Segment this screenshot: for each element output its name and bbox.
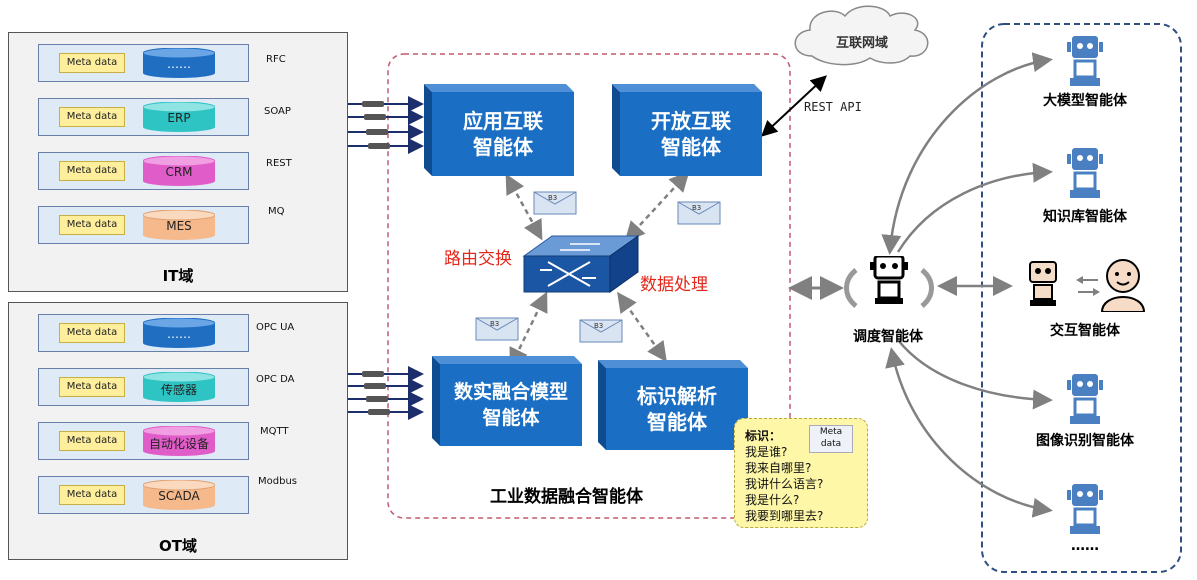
system-name: 自动化设备 [148, 437, 209, 451]
meta-data-tag: Meta data [59, 215, 125, 235]
database-cylinder-icon: ERP [142, 101, 216, 132]
dispatch-robot-icon [842, 254, 936, 320]
note-title: 标识： [745, 429, 782, 443]
svg-text:B3: B3 [594, 322, 603, 330]
meta-data-tag: Meta data [59, 323, 125, 343]
note-line: 我是谁? [745, 445, 788, 459]
identifier-note: 标识： Meta data 我是谁? 我来自哪里? 我讲什么语言? 我是什么? … [734, 418, 868, 528]
protocol-label: MQ [268, 206, 285, 217]
note-line: 我要到哪里去? [745, 509, 824, 523]
meta-data-tag: Meta data [59, 377, 125, 397]
app-interconnect-agent: 应用互联 智能体 [432, 92, 574, 176]
envelope-tags: B3 B3 B3 B3 [490, 194, 701, 330]
rest-api-arrow [761, 75, 827, 137]
it-source-row: Meta data CRM [38, 152, 249, 190]
dispatch-agent-label: 调度智能体 [853, 329, 923, 345]
system-name: …… [167, 327, 191, 341]
system-name: CRM [165, 165, 193, 179]
note-line: 我讲什么语言? [745, 477, 824, 491]
agents-frame [981, 23, 1182, 573]
database-cylinder-icon: SCADA [142, 479, 216, 510]
network-switch-shape [522, 235, 640, 293]
database-cylinder-icon: 传感器 [142, 371, 216, 402]
protocol-label: SOAP [264, 106, 291, 117]
robot-icon [1058, 36, 1112, 88]
more-agents-label: …… [1071, 538, 1099, 554]
human-icon [1098, 256, 1148, 313]
database-cylinder-icon: 自动化设备 [142, 425, 216, 456]
system-name: 传感器 [160, 383, 197, 397]
system-name: …… [167, 57, 191, 71]
ot-source-row: Meta data 自动化设备 [38, 422, 249, 460]
note-line: 我是什么? [745, 493, 800, 507]
knowledge-agent-label: 知识库智能体 [1043, 209, 1127, 225]
routing-label: 路由交换 [444, 249, 512, 269]
interaction-robot-icon [1018, 260, 1068, 310]
switch-links [505, 171, 690, 369]
system-name: SCADA [158, 489, 200, 503]
fusion-frame [387, 53, 791, 519]
meta-data-tag: Meta data [59, 161, 125, 181]
it-source-row: Meta data MES [38, 206, 249, 244]
fusion-title: 工业数据融合智能体 [490, 487, 643, 507]
rest-api-label: REST API [804, 100, 862, 114]
it-plugs [362, 101, 390, 149]
note-line: 我来自哪里? [745, 461, 812, 475]
protocol-label: MQTT [260, 426, 289, 437]
database-cylinder-icon: CRM [142, 155, 216, 186]
cloud-shape [794, 5, 929, 66]
meta-data-tag: Meta data [59, 485, 125, 505]
digital-twin-model-agent: 数实融合模型 智能体 [440, 364, 582, 446]
ot-domain-title: OT域 [159, 537, 197, 555]
robot-icon [1058, 148, 1112, 200]
protocol-label: REST [266, 158, 292, 169]
it-source-row: Meta data …… [38, 44, 249, 82]
system-name: MES [166, 219, 192, 233]
ot-source-row: Meta data …… [38, 314, 249, 352]
protocol-label: OPC UA [256, 322, 295, 333]
processing-label: 数据处理 [640, 275, 708, 295]
database-cylinder-icon: …… [142, 317, 216, 348]
it-domain-title: IT域 [162, 267, 194, 285]
robot-icon [1058, 484, 1112, 536]
dispatch-curves [881, 52, 1053, 518]
ot-plugs [362, 371, 390, 415]
system-name: ERP [167, 111, 191, 125]
meta-data-tag: Meta data [59, 107, 125, 127]
ot-source-row: Meta data SCADA [38, 476, 249, 514]
note-meta-tag: Meta data [809, 425, 853, 453]
robot-icon [1058, 374, 1112, 426]
image-agent-label: 图像识别智能体 [1036, 433, 1134, 449]
it-source-row: Meta data ERP [38, 98, 249, 136]
meta-data-tag: Meta data [59, 431, 125, 451]
svg-text:B3: B3 [548, 194, 557, 202]
svg-text:B3: B3 [490, 320, 499, 328]
llm-agent-label: 大模型智能体 [1043, 93, 1127, 109]
internet-domain-label: 互联网域 [836, 36, 889, 51]
protocol-label: RFC [266, 54, 286, 65]
svg-text:B3: B3 [692, 204, 701, 212]
protocol-label: OPC DA [256, 374, 295, 385]
interaction-agent-label: 交互智能体 [1050, 323, 1120, 339]
meta-data-tag: Meta data [59, 53, 125, 73]
open-interconnect-agent: 开放互联 智能体 [620, 92, 762, 176]
agent-box-3d-faces [424, 84, 762, 450]
protocol-label: Modbus [258, 476, 297, 487]
database-cylinder-icon: …… [142, 47, 216, 78]
database-cylinder-icon: MES [142, 209, 216, 240]
envelope-icons [475, 191, 721, 343]
identifier-resolution-agent: 标识解析 智能体 [606, 368, 748, 450]
ot-source-row: Meta data 传感器 [38, 368, 249, 406]
